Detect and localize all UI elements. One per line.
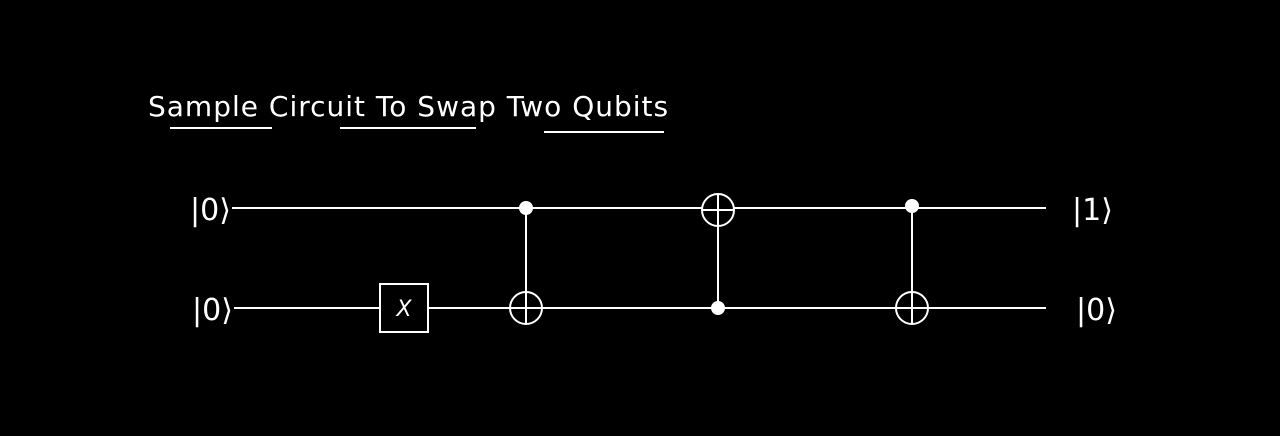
qubit-1-input-ket: |0⟩ (192, 293, 233, 328)
x-gate-box (379, 283, 429, 333)
diagram-title: Sample Circuit To Swap Two Qubits (148, 90, 669, 123)
qubit-0-input-ket: |0⟩ (190, 193, 231, 228)
cnot-1-control-dot (519, 201, 533, 215)
cnot-gate-2 (701, 193, 735, 315)
cnot-3-control-dot (905, 199, 919, 213)
x-gate: X (379, 283, 429, 333)
cnot-gate-3 (895, 199, 929, 325)
cnot-2-control-dot (711, 301, 725, 315)
x-gate-label: X (395, 297, 412, 322)
cnot-gate-1 (509, 201, 543, 325)
qubit-0-output-ket: |1⟩ (1072, 193, 1113, 228)
qubit-1-output-ket: |0⟩ (1076, 293, 1117, 328)
